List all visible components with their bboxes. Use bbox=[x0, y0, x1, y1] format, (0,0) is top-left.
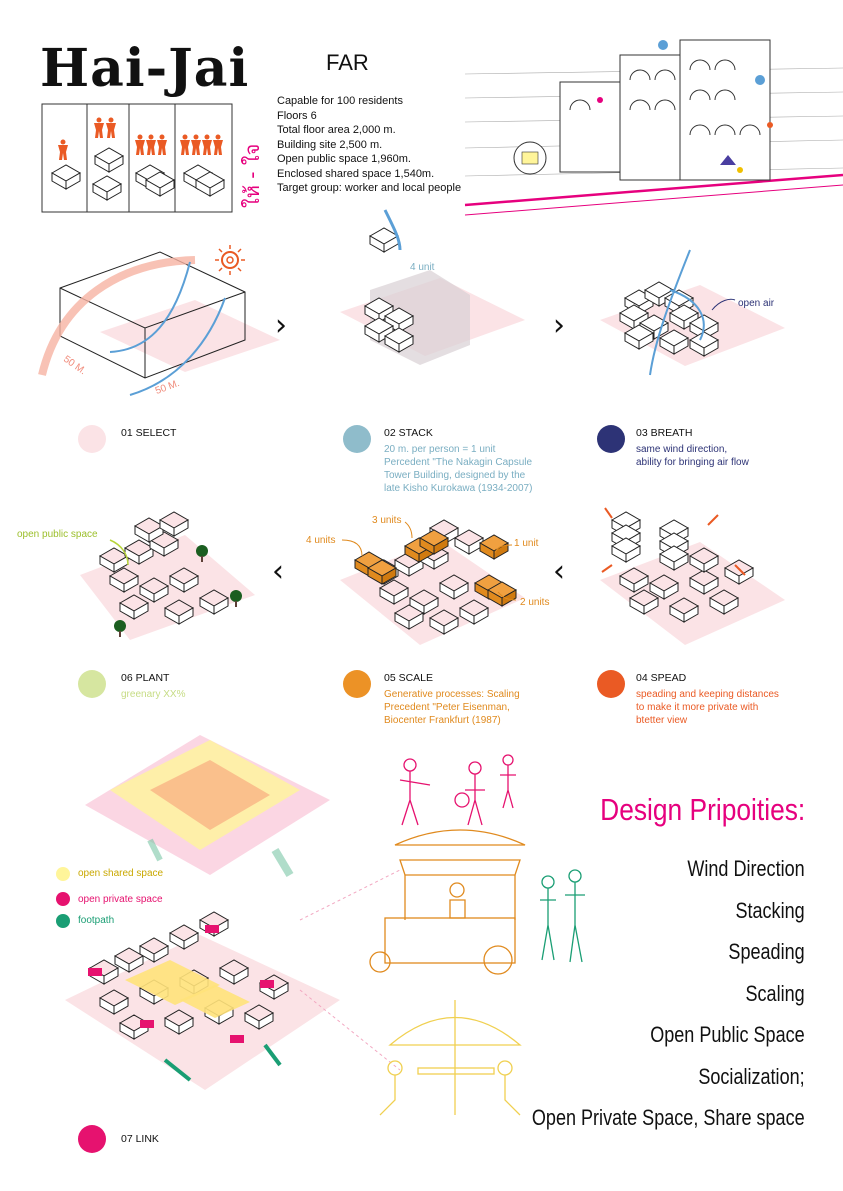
step-title: 04 SPEAD bbox=[636, 672, 687, 684]
priority-item: Open Private Space, Share space bbox=[532, 1105, 805, 1130]
step-desc: same wind direction, ability for bringin… bbox=[636, 443, 749, 469]
chevron-right-icon: › bbox=[275, 308, 287, 343]
priority-item: Open Public Space bbox=[650, 1022, 805, 1047]
step-dot bbox=[597, 425, 625, 453]
scale-label: 2 units bbox=[520, 597, 550, 608]
step-desc: Generative processes: Scaling Precedent … bbox=[384, 688, 520, 727]
step-desc-line: Biocenter Frankfurt (1987) bbox=[384, 715, 501, 726]
people-sketch bbox=[399, 754, 516, 826]
spec-line: Capable for 100 residents bbox=[277, 95, 403, 107]
step-dot bbox=[597, 670, 625, 698]
far-label: FAR bbox=[326, 50, 369, 75]
select-diagram bbox=[38, 251, 280, 396]
couple-sketch bbox=[540, 869, 585, 963]
chevron-left-icon: ‹ bbox=[553, 554, 565, 589]
legend-label: footpath bbox=[78, 915, 115, 926]
open-air-label: open air bbox=[738, 298, 775, 309]
spec-line: Floors 6 bbox=[277, 109, 317, 122]
step-desc-line: Precedent "Peter Eisenman, bbox=[384, 702, 510, 713]
spead-diagram bbox=[600, 507, 785, 645]
step-desc-line: speading and keeping distances bbox=[636, 689, 779, 700]
step-desc-line: Generative processes: Scaling bbox=[384, 689, 520, 700]
spec-line: Building site 2,500 m. bbox=[277, 138, 383, 151]
resident-box bbox=[41, 103, 233, 213]
spec-line: Enclosed shared space 1,540m. bbox=[277, 167, 435, 180]
step-desc-line: 20 m. per person = 1 unit bbox=[384, 444, 496, 455]
step-desc-line: same wind direction, bbox=[636, 444, 728, 455]
spec-line: Open public space 1,960m. bbox=[277, 153, 411, 165]
step-title: 03 BREATH bbox=[636, 427, 693, 439]
scale-diagram bbox=[340, 519, 525, 645]
priority-item: Scaling bbox=[745, 980, 805, 1006]
unit-count-label: 4 unit bbox=[410, 262, 435, 273]
page-title: Hai-Jai bbox=[40, 38, 250, 99]
step-title: 01 SELECT bbox=[121, 427, 177, 439]
legend-swatch bbox=[56, 892, 70, 906]
step-title: 02 STACK bbox=[384, 427, 433, 439]
open-public-space-label: open public space bbox=[17, 529, 98, 540]
scale-label: 1 unit bbox=[514, 538, 539, 549]
stack-diagram bbox=[340, 209, 525, 365]
step-title: 07 LINK bbox=[121, 1133, 159, 1145]
step-dot bbox=[78, 1125, 106, 1153]
step-desc: speading and keeping distances to make i… bbox=[636, 688, 779, 727]
perspective-building bbox=[464, 39, 843, 216]
design-priorities-list: Wind Direction Stacking Speading Scaling… bbox=[472, 848, 805, 1139]
priority-item: Speading bbox=[728, 939, 805, 964]
step-desc-line: to make it more private with bbox=[636, 702, 759, 713]
step-desc-line: ability for bringing air flow bbox=[636, 457, 749, 468]
scale-label: 4 units bbox=[306, 535, 336, 546]
step-desc: greenary XX% bbox=[121, 688, 185, 701]
step-title: 05 SCALE bbox=[384, 672, 434, 684]
umbrella-icon bbox=[379, 1000, 522, 1116]
priority-item: Socialization; bbox=[698, 1063, 805, 1089]
priority-item: Wind Direction bbox=[687, 856, 805, 881]
specs-list: Capable for 100 residents Floors 6 Total… bbox=[277, 94, 461, 196]
food-cart-icon bbox=[369, 829, 526, 975]
breath-diagram bbox=[600, 249, 785, 376]
step-desc: 20 m. per person = 1 unit Percedent "The… bbox=[384, 443, 532, 495]
chevron-right-icon: › bbox=[553, 308, 565, 343]
step-desc-line: btetter view bbox=[636, 715, 688, 726]
step-dot bbox=[78, 425, 106, 453]
step-desc-line: greenary XX% bbox=[121, 689, 186, 700]
legend-label: open shared space bbox=[78, 868, 164, 879]
link-diagram bbox=[65, 735, 401, 1090]
priority-item: Stacking bbox=[735, 897, 805, 923]
step-dot bbox=[343, 670, 371, 698]
scale-label: 3 units bbox=[372, 515, 402, 526]
chevron-left-icon: ‹ bbox=[272, 554, 284, 589]
step-dot bbox=[343, 425, 371, 453]
sun-icon bbox=[215, 245, 245, 275]
legend-swatch bbox=[56, 867, 70, 881]
step-desc-line: Tower Building, designed by the bbox=[384, 470, 526, 481]
step-desc-line: Percedent "The Nakagin Capsule bbox=[384, 457, 533, 468]
spec-line: Total floor area 2,000 m. bbox=[277, 124, 396, 136]
plant-diagram bbox=[80, 511, 255, 640]
legend-label: open private space bbox=[78, 894, 163, 905]
step-dot bbox=[78, 670, 106, 698]
legend-swatch bbox=[56, 914, 70, 928]
design-priorities-heading: Design Pripoities: bbox=[599, 792, 805, 827]
spec-line: Target group: worker and local people bbox=[277, 182, 462, 194]
step-desc-line: late Kisho Kurokawa (1934-2007) bbox=[384, 483, 533, 494]
step-title: 06 PLANT bbox=[121, 672, 170, 684]
